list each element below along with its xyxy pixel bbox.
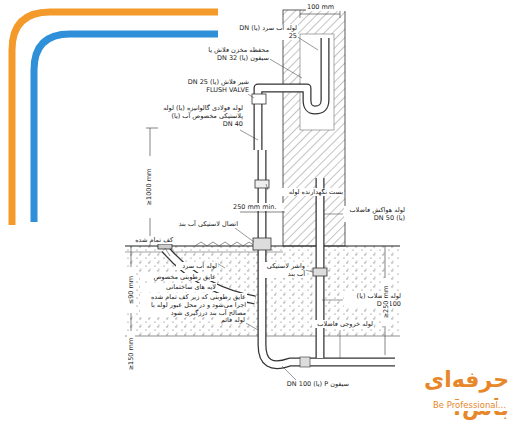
dimension: ≥250 mm: [382, 278, 390, 326]
dimension: 250 mm min.: [232, 203, 284, 211]
pipe-label: لوله فاضلاب (یا) DN 100: [344, 292, 402, 308]
brand-logo: حرفه‌ای باش!: [388, 366, 510, 421]
dimension: 100 mm: [306, 3, 348, 11]
surface-label: کف تمام شده: [130, 236, 174, 244]
pipe-label: لوله آب سرد: [176, 262, 218, 270]
layer-label: عایق رطوبتی مخصوص: [140, 273, 217, 281]
part-label: بست نگهدارنده لوله: [272, 188, 344, 196]
brand-slogan: Be Professional...: [432, 400, 514, 411]
part-label: سیفون P (یا) DN 100: [268, 380, 350, 388]
part-label: اتصال لاستیکی آب بند: [175, 220, 239, 228]
pipe-label: لوله خروجی فاضلاب: [312, 320, 374, 328]
part-label: محفظه مخزن فلاش یا سیفون (یا) DN 32: [190, 46, 270, 62]
pipe-label: لوله آب سرد (یا) DN 25: [238, 24, 298, 40]
pipe-label: لوله فولادی گالوانیزه (یا) لوله پلاستیکی…: [160, 104, 244, 128]
pipe-label: لوله قائم: [214, 316, 246, 324]
dimension: ≥150 mm: [127, 331, 135, 377]
part-label: واشر لاستیکی آب بند: [262, 262, 306, 278]
dimension: ≥1000 mm: [145, 156, 153, 218]
dimension: ≤90 mm: [127, 267, 135, 313]
part-label: شیر فلاش (یا) DN 25 FLUSH VALVE: [178, 78, 250, 94]
layer-label: لایه های ساختمانی: [140, 283, 217, 291]
note: عایق رطوبتی که زیر کف تمام شده اجرا می‌ش…: [140, 293, 247, 317]
pipe-label: لوله هواکش فاضلاب (یا) DN 50: [344, 206, 406, 222]
